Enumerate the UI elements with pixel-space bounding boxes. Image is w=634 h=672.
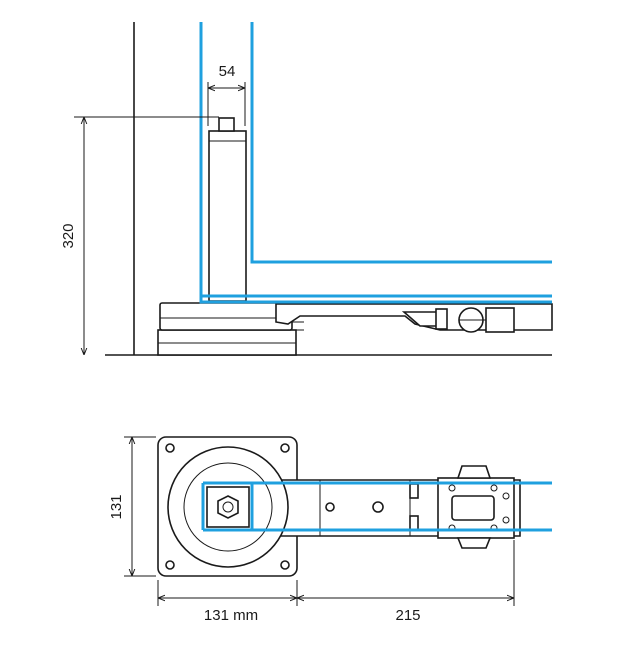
end-clip-bottom [456, 537, 492, 549]
dim-54-label: 54 [219, 63, 236, 80]
spring-body-inner [183, 462, 273, 552]
spindle-hex [217, 495, 239, 519]
arm-slot-bottom [409, 515, 419, 531]
base-housing-top [159, 302, 293, 331]
spindle-pin [218, 117, 235, 132]
arm-hole-2 [372, 501, 384, 513]
end-clip-top [456, 465, 492, 479]
plate-hole-tl [165, 443, 175, 453]
dim-131-vertical-label: 131 [108, 494, 125, 519]
spindle-post [208, 130, 247, 302]
dim-131mm-label: 131 mm [204, 607, 258, 624]
arm-slot-top [409, 483, 419, 499]
dim-215-label: 215 [395, 607, 420, 624]
plate-hole-tr [280, 443, 290, 453]
plate-hole-br [280, 560, 290, 570]
side-elevation-view: 54 320 [60, 22, 553, 356]
plan-view: 131 131 mm 215 [108, 436, 552, 624]
glass-door-plan [201, 481, 552, 532]
end-slide [451, 495, 495, 521]
glass-door-side [199, 22, 552, 304]
dim-320-label: 320 [60, 223, 77, 248]
arm-end-cap [485, 307, 515, 333]
arm-nut [435, 308, 448, 330]
arm-hole-1 [325, 502, 335, 512]
plate-hole-bl [165, 560, 175, 570]
